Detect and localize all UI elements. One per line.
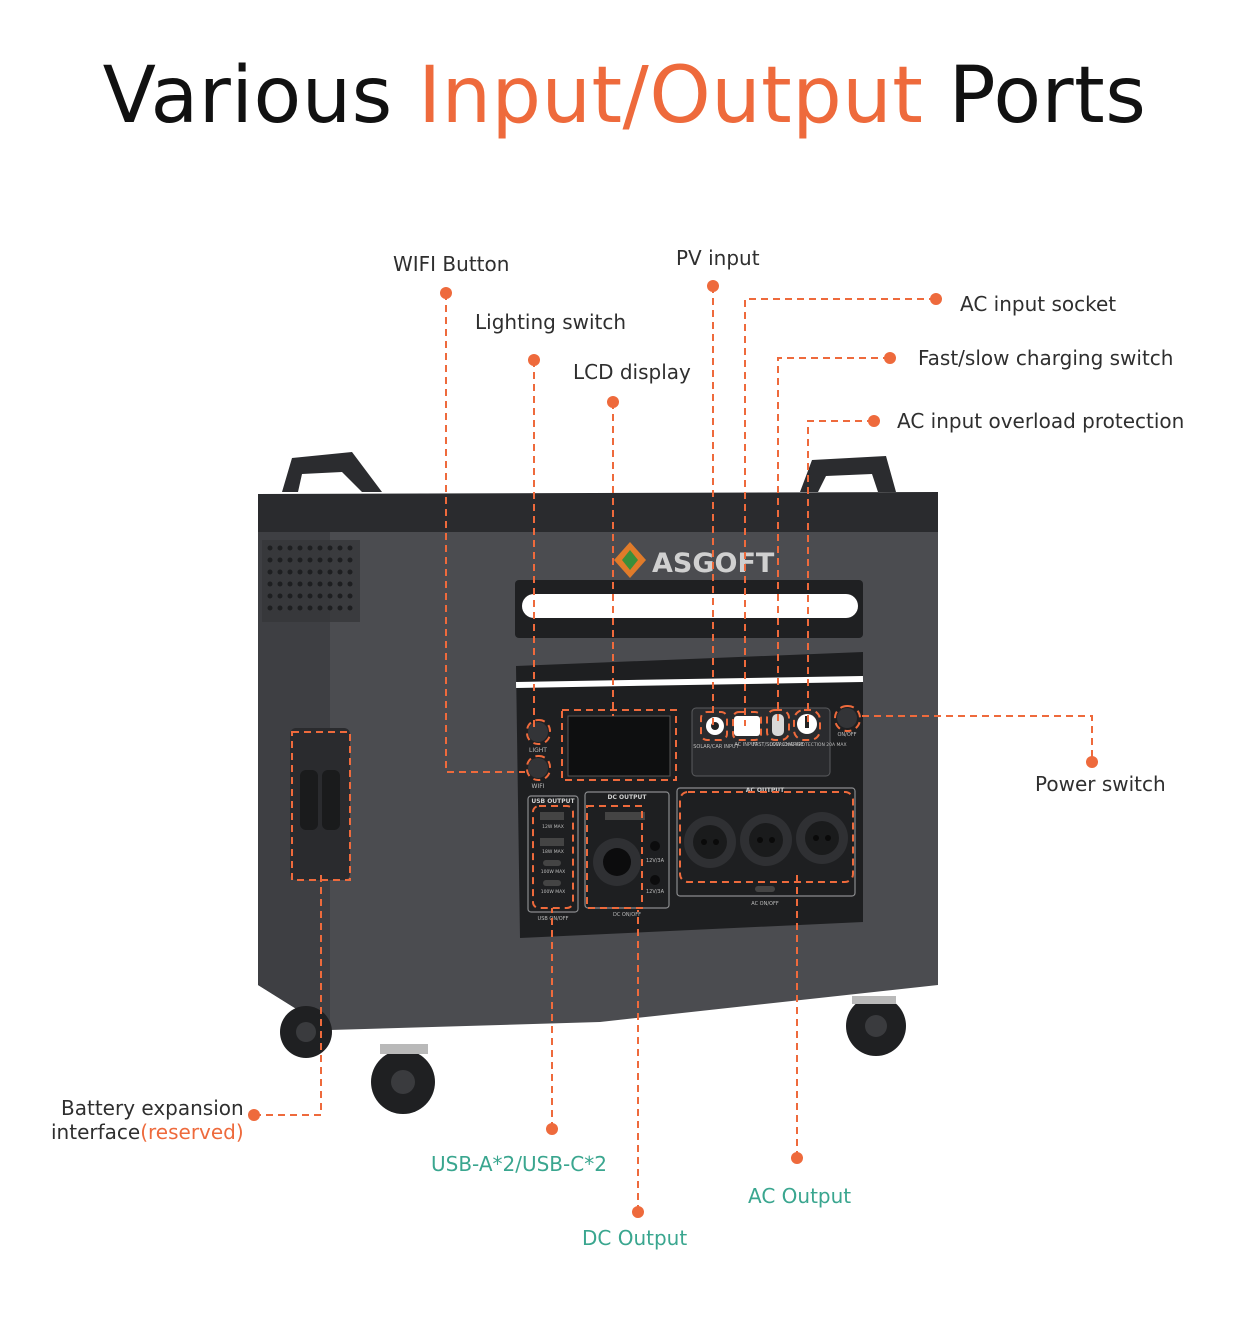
control-panel: LIGHT WIFI SOLAR/CAR INPUT AC INPUT FAST… — [516, 652, 864, 938]
light-text: LIGHT — [529, 747, 547, 754]
page-title: Various Input/Output Ports — [0, 50, 1249, 142]
label-battery-expansion: Battery expansion — [61, 1096, 244, 1120]
label-usb-output: USB-A*2/USB-C*2 — [431, 1152, 607, 1176]
title-part-2: Ports — [923, 51, 1147, 141]
label-ac-input-socket: AC input socket — [960, 292, 1117, 316]
callout-dots — [248, 280, 1098, 1218]
overload-protection-text: OVERLOAD PROTECTION 20A MAX — [769, 742, 846, 748]
label-lighting-switch: Lighting switch — [475, 310, 627, 334]
usb-output-text: USB OUTPUT — [531, 798, 575, 805]
wifi-text: WIFI — [532, 783, 545, 790]
label-power-switch: Power switch — [1035, 772, 1166, 796]
title-part-1: Various — [102, 51, 419, 141]
dc-port-2: 12V/3A — [646, 889, 665, 895]
usb-port-3: 100W MAX — [541, 869, 566, 875]
dc-port-1: 12V/3A — [646, 858, 665, 864]
dc-on-off-text: DC ON/OFF — [613, 912, 641, 918]
ac-output-text: AC OUTPUT — [746, 787, 785, 794]
label-dc-output: DC Output — [582, 1226, 688, 1250]
callout-lines — [254, 286, 1093, 1212]
usb-on-off-text: USB ON/OFF — [538, 916, 569, 922]
ac-on-off-text: AC ON/OFF — [751, 901, 779, 907]
label-battery-interface: interface(reserved) — [51, 1120, 244, 1144]
title-accent: Input/Output — [418, 51, 924, 141]
onoff-text: ON/OFF — [837, 732, 856, 738]
label-pv-input: PV input — [676, 246, 760, 270]
carry-handles — [282, 452, 896, 492]
ac-input-text: AC INPUT — [734, 742, 758, 748]
light-bar — [515, 580, 863, 638]
label-ac-output: AC Output — [748, 1184, 852, 1208]
label-interface-main: interface — [51, 1120, 141, 1144]
fast-slow-charge-text: FAST/SLOW CHARGE — [752, 742, 803, 748]
dc-output-text: DC OUTPUT — [608, 794, 648, 801]
label-reserved: (reserved) — [140, 1120, 244, 1144]
label-fast-slow-charging-switch: Fast/slow charging switch — [918, 346, 1174, 370]
usb-port-4: 100W MAX — [541, 889, 566, 895]
wheels — [280, 996, 906, 1114]
label-ac-input-overload-protection: AC input overload protection — [897, 409, 1185, 433]
usb-port-2: 18W MAX — [542, 849, 564, 855]
solar-car-input-text: SOLAR/CAR INPUT — [693, 744, 739, 750]
usb-port-1: 12W MAX — [542, 824, 564, 830]
label-lcd-display: LCD display — [573, 360, 691, 384]
label-wifi-button: WIFI Button — [393, 252, 510, 276]
